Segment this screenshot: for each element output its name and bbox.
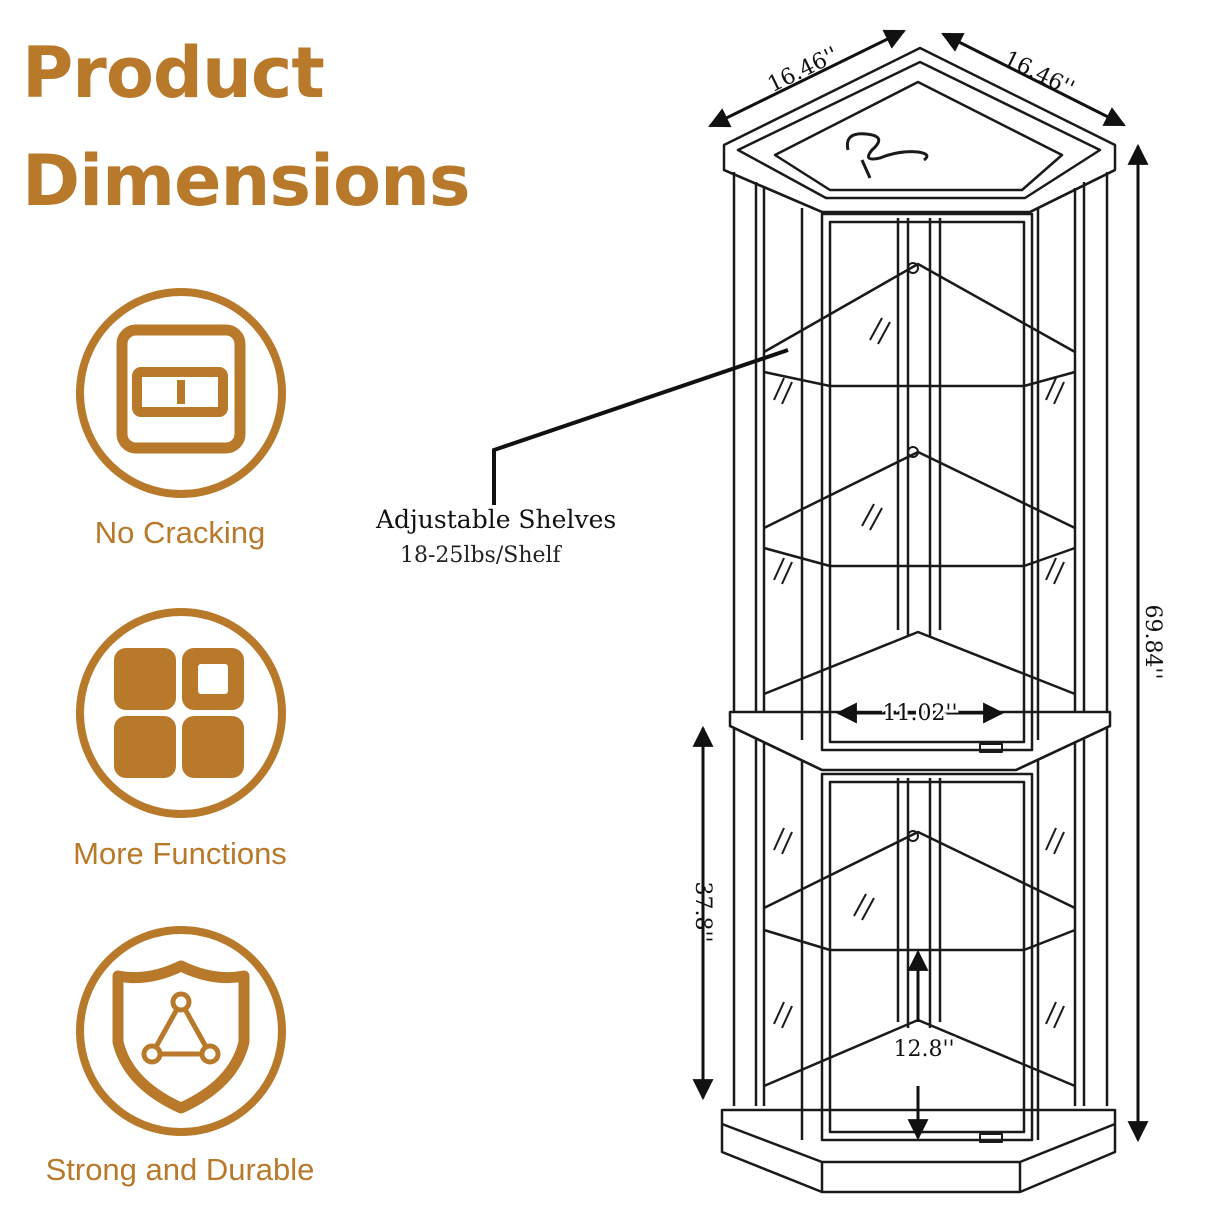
dim-lower-height-label: 37.8'' xyxy=(690,881,715,942)
page-title-line1: Product xyxy=(22,32,325,114)
callout-leader-line xyxy=(492,348,789,505)
dim-top-left-label: 16.46'' xyxy=(764,42,842,97)
grid-icon xyxy=(76,608,286,818)
callout-subtitle: 18-25lbs/Shelf xyxy=(400,543,563,568)
feature-label-strong-durable: Strong and Durable xyxy=(45,1152,315,1187)
page-title-line2: Dimensions xyxy=(22,140,471,222)
panel-icon xyxy=(76,288,286,498)
dim-inner-width-label: 11.02'' xyxy=(882,701,957,726)
feature-label-more-functions: More Functions xyxy=(73,836,287,871)
dim-shelf-spacing-label: 12.8'' xyxy=(893,1037,954,1062)
callout-title: Adjustable Shelves xyxy=(375,505,616,534)
shield-icon xyxy=(76,926,286,1136)
dimension-arrows xyxy=(692,29,1149,1143)
dim-total-height-label: 69.84'' xyxy=(1140,604,1165,679)
feature-label-no-cracking: No Cracking xyxy=(94,515,266,550)
